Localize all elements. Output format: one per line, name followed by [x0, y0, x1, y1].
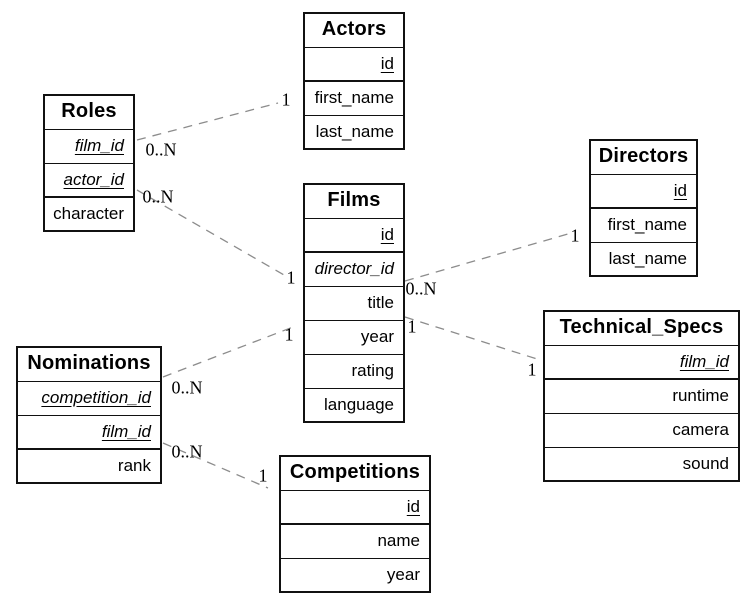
- entity-title-actors: Actors: [305, 14, 403, 48]
- cardinality-label-films-directors-1: 1: [570, 225, 580, 246]
- field-technical-specs-sound: sound: [682, 454, 729, 473]
- relationship-line-roles-films: [136, 189, 285, 276]
- cardinality-label-nominations-films-n: 0..N: [171, 377, 203, 398]
- entity-table-actors[interactable]: Actors id first_name last_name: [303, 12, 405, 150]
- field-films-year: year: [305, 321, 403, 355]
- cardinality-label-roles-films-n: 0..N: [142, 186, 174, 207]
- field-competitions-id: id: [281, 491, 429, 525]
- field-directors-first-name: first_name: [591, 209, 696, 243]
- field-films-rating: rating: [305, 355, 403, 389]
- relationship-line-films-technical-specs: [404, 316, 538, 360]
- entity-table-films[interactable]: Films id director_id title year rating l…: [303, 183, 405, 423]
- field-directors-id: id: [591, 175, 696, 209]
- cardinality-label-roles-actors-1: 1: [281, 89, 291, 110]
- field-nominations-competition-id: competition_id: [18, 382, 160, 416]
- entity-title-nominations: Nominations: [18, 348, 160, 382]
- field-films-director-id: director_id: [305, 253, 403, 287]
- field-directors-last-name: last_name: [608, 249, 687, 268]
- field-technical-specs-runtime: runtime: [545, 380, 738, 414]
- cardinality-label-nominations-competitions-n: 0..N: [171, 441, 203, 462]
- entity-title-technical-specs: Technical_Specs: [545, 312, 738, 346]
- cardinality-label-nominations-films-1: 1: [284, 324, 294, 345]
- entity-title-roles: Roles: [45, 96, 133, 130]
- cardinality-label-roles-actors-n: 0..N: [145, 139, 177, 160]
- cardinality-label-films-techspecs-films-1: 1: [407, 316, 417, 337]
- entity-table-competitions[interactable]: Competitions id name year: [279, 455, 431, 593]
- cardinality-label-films-directors-n: 0..N: [405, 278, 437, 299]
- relationship-line-roles-actors: [136, 102, 279, 141]
- field-nominations-rank: rank: [117, 456, 151, 475]
- field-films-id: id: [305, 219, 403, 253]
- field-roles-character: character: [53, 204, 124, 223]
- field-nominations-film-id: film_id: [18, 416, 160, 450]
- field-roles-film-id: film_id: [45, 130, 133, 164]
- field-competitions-name: name: [281, 525, 429, 559]
- entity-title-directors: Directors: [591, 141, 696, 175]
- cardinality-label-nominations-competitions-1: 1: [258, 465, 268, 486]
- field-films-language: language: [324, 395, 394, 414]
- relationship-line-nominations-competitions: [162, 442, 269, 489]
- relationship-line-films-directors: [404, 233, 569, 282]
- field-technical-specs-film-id: film_id: [545, 346, 738, 380]
- field-actors-id: id: [305, 48, 403, 82]
- cardinality-label-films-techspecs-tech-1: 1: [527, 359, 537, 380]
- entity-table-technical-specs[interactable]: Technical_Specs film_id runtime camera s…: [543, 310, 740, 482]
- cardinality-label-roles-films-1: 1: [286, 267, 296, 288]
- entity-table-roles[interactable]: Roles film_id actor_id character: [43, 94, 135, 232]
- field-actors-first-name: first_name: [305, 82, 403, 116]
- entity-title-competitions: Competitions: [281, 457, 429, 491]
- field-roles-actor-id: actor_id: [45, 164, 133, 198]
- entity-title-films: Films: [305, 185, 403, 219]
- field-films-title: title: [305, 287, 403, 321]
- entity-table-directors[interactable]: Directors id first_name last_name: [589, 139, 698, 277]
- field-competitions-year: year: [386, 565, 420, 584]
- field-technical-specs-camera: camera: [545, 414, 738, 448]
- field-actors-last-name: last_name: [315, 122, 394, 141]
- entity-table-nominations[interactable]: Nominations competition_id film_id rank: [16, 346, 162, 484]
- relationship-line-nominations-films: [162, 326, 294, 378]
